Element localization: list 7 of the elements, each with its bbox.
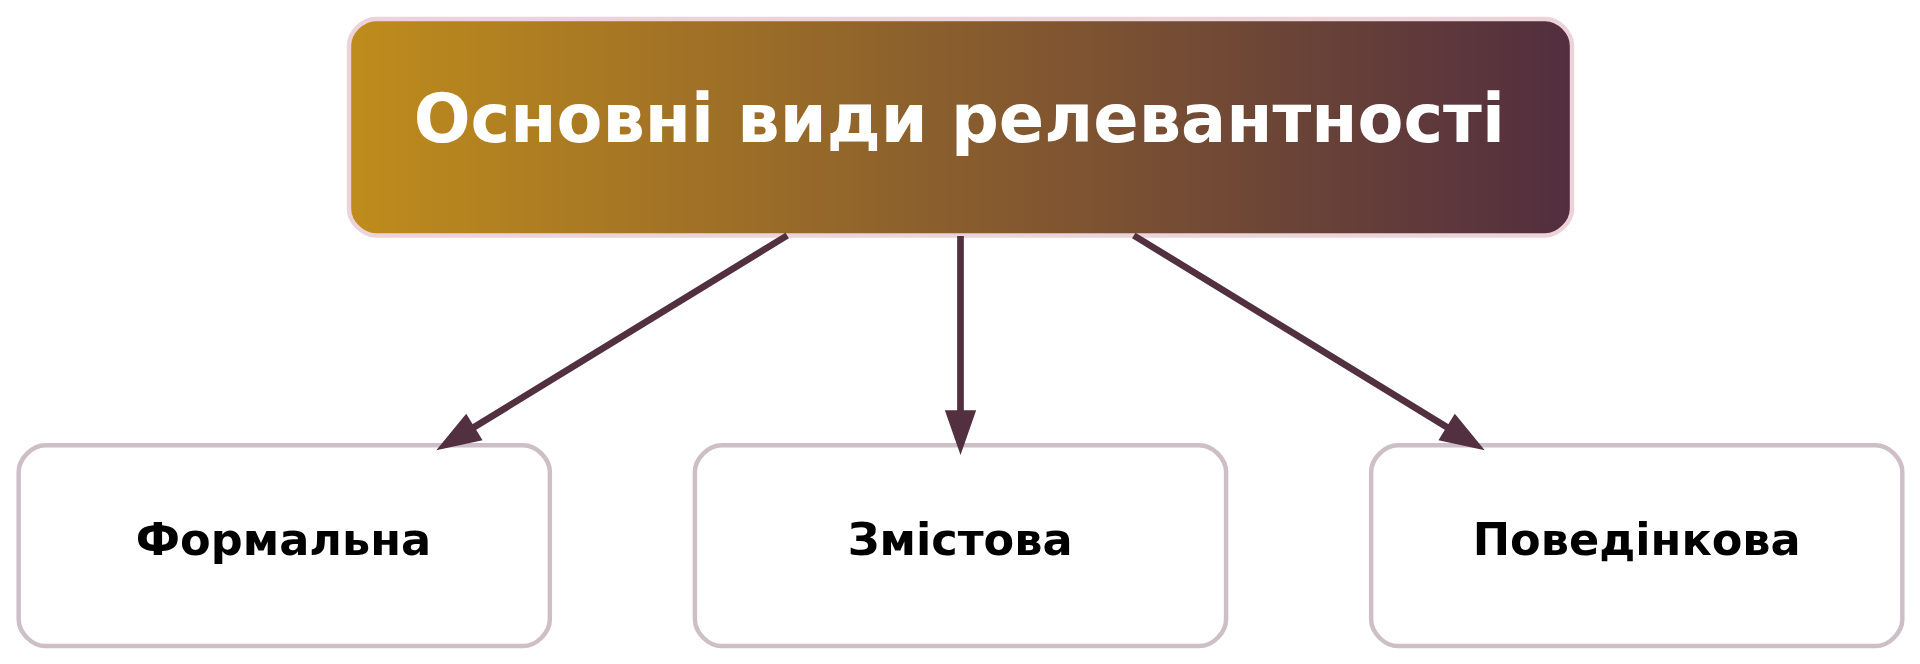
arrow <box>1131 232 1485 450</box>
node-box: Основні види релевантності <box>346 16 1574 238</box>
node-box: Змістова <box>692 442 1228 648</box>
arrow <box>435 232 789 450</box>
node-box: Формальна <box>15 442 552 648</box>
node-box: Поведінкова <box>1368 442 1905 648</box>
arrow <box>944 235 976 455</box>
